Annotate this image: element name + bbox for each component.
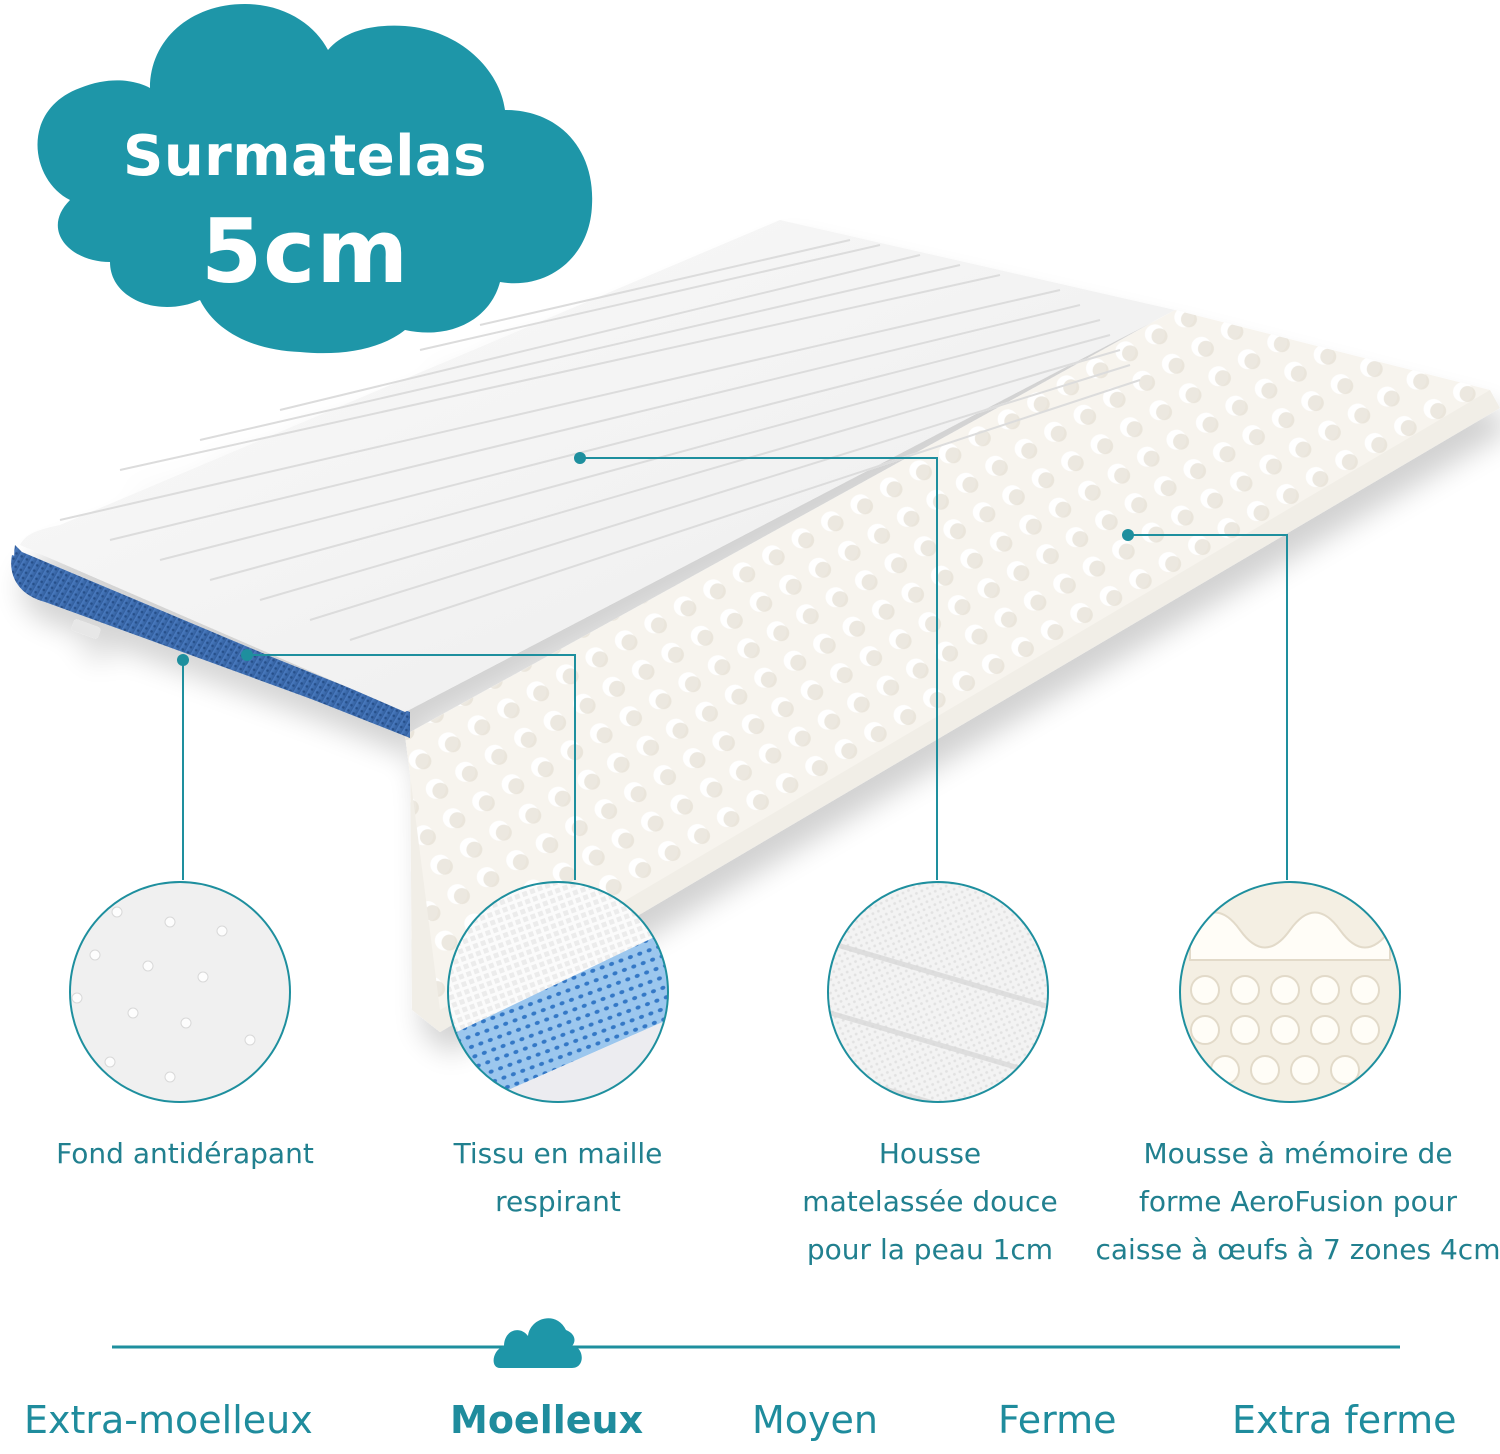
mattress-topper-image	[11, 220, 1500, 1032]
feature-label-line: Housse	[878, 1137, 982, 1170]
detail-circle-mesh	[447, 881, 669, 1103]
foam-side	[410, 390, 1500, 1032]
callout-lines	[182, 457, 1288, 880]
badge-title: Surmatelas	[122, 124, 488, 189]
detail-circle-foam	[1179, 881, 1401, 1103]
cover-top	[20, 220, 1175, 712]
feature-label-line: caisse à œufs à 7 zones 4cm	[1095, 1233, 1500, 1266]
callout-dot-foam	[1122, 529, 1134, 541]
badge-thickness: 5cm	[200, 200, 410, 303]
feature-label-text: Fond antidérapant	[56, 1137, 314, 1170]
feature-label-cover: Housse matelassée douce pour la peau 1cm	[790, 1130, 1070, 1274]
feature-label-line: Tissu en maille	[453, 1137, 663, 1170]
callout-dot-non-slip	[177, 654, 189, 666]
firmness-level-soft-selected: Moelleux	[450, 1398, 644, 1442]
callout-dots	[177, 452, 1134, 666]
cloud-badge	[37, 4, 593, 354]
feature-label-line: pour la peau 1cm	[806, 1233, 1054, 1266]
callout-dot-cover	[574, 452, 586, 464]
feature-label-foam: Mousse à mémoire de forme AeroFusion pou…	[1090, 1130, 1500, 1274]
foam-top	[405, 310, 1490, 1010]
firmness-level-firm: Ferme	[998, 1398, 1117, 1442]
callout-dot-mesh	[241, 649, 253, 661]
firmness-level-medium: Moyen	[752, 1398, 878, 1442]
cloud-shape	[37, 4, 593, 354]
feature-label-non-slip: Fond antidérapant	[30, 1130, 340, 1178]
feature-label-line: matelassée douce	[802, 1185, 1058, 1218]
feature-label-line: forme AeroFusion pour	[1139, 1185, 1457, 1218]
feature-label-line: Mousse à mémoire de	[1143, 1137, 1453, 1170]
cloud-icon	[493, 1318, 582, 1368]
firmness-level-extra-soft: Extra-moelleux	[24, 1398, 313, 1442]
feature-label-line: respirant	[495, 1185, 621, 1218]
mesh-side-band	[11, 555, 411, 735]
detail-circle-non-slip	[69, 881, 291, 1103]
detail-circle-cover	[827, 881, 1049, 1103]
firmness-level-extra-firm: Extra ferme	[1232, 1398, 1457, 1442]
feature-label-mesh: Tissu en maille respirant	[420, 1130, 696, 1226]
corner-strap	[71, 619, 101, 639]
